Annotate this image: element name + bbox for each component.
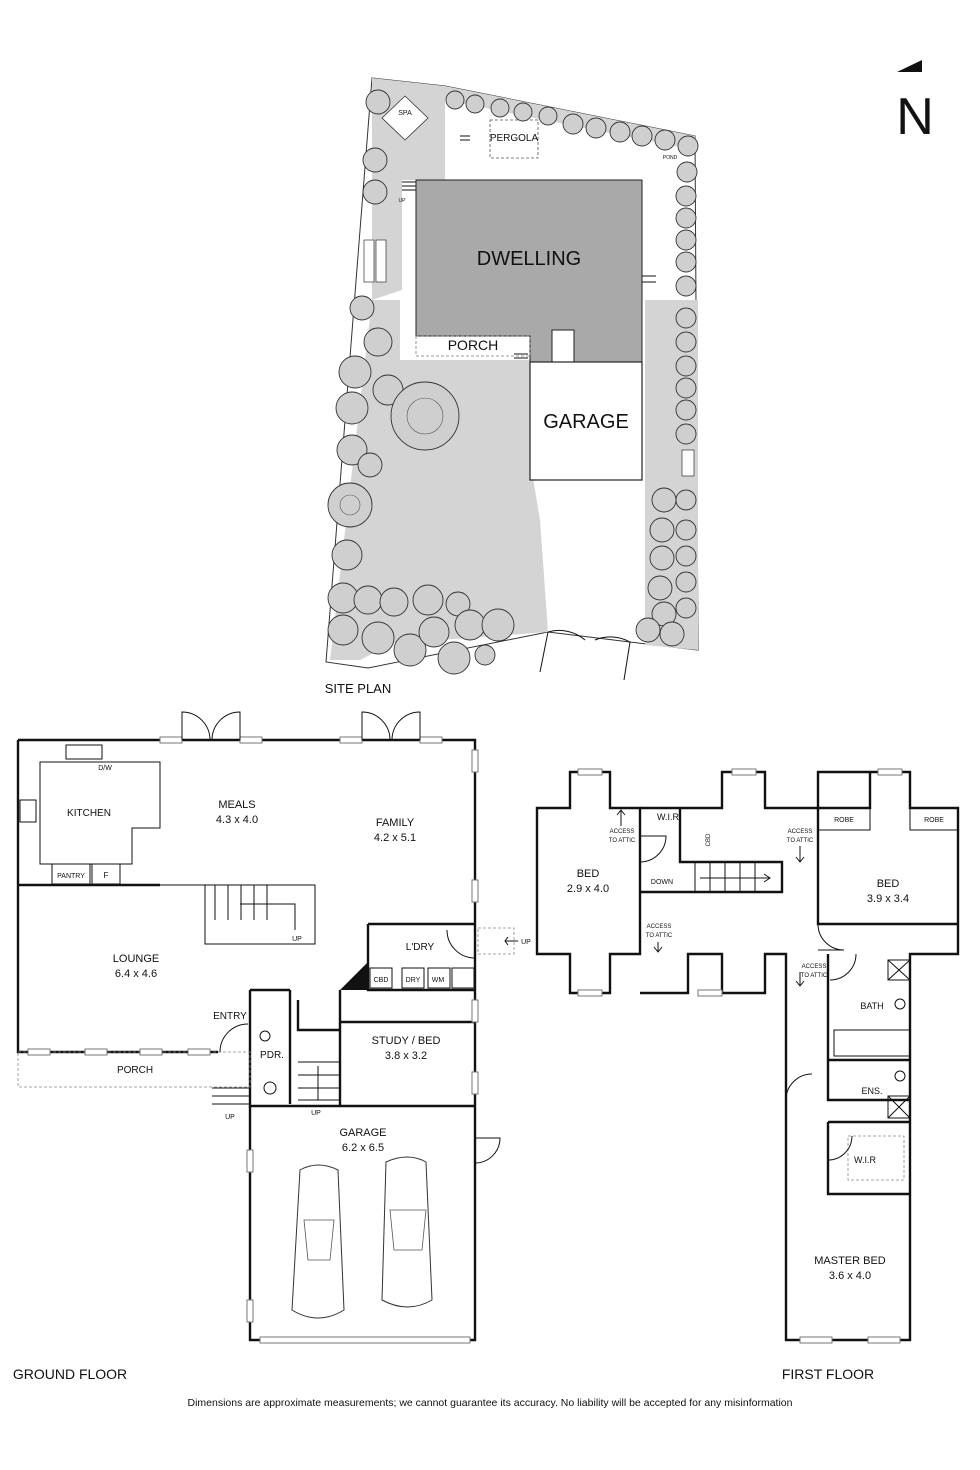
laundry-label: L'DRY [406,942,435,953]
site-garage-label: GARAGE [543,411,629,433]
bed1-dimensions: 2.9 x 4.0 [567,883,609,895]
cbd-label: CBD [374,977,389,984]
dw-label: D/W [98,765,112,772]
pergola-label: PERGOLA [490,133,539,144]
first-floor-plan: BED 2.9 x 4.0 W.I.R CBD ACCESS TO ATTIC … [535,768,960,1382]
pdr-label: PDR. [260,1050,284,1061]
bed1-label: BED [577,868,600,880]
ground-porch-label: PORCH [117,1065,153,1076]
fridge-label: F [104,871,109,880]
bed2-dimensions: 3.9 x 3.4 [867,893,909,905]
stair-up-label: UP [292,936,302,943]
site-plan-title: SITE PLAN [325,681,391,696]
bath-label: BATH [860,1001,883,1011]
first-floor-title: FIRST FLOOR [782,1366,874,1382]
pond-label: POND [663,155,678,161]
site-trees [327,89,699,675]
stair-down-label: DOWN [651,879,673,886]
family-dimensions: 4.2 x 5.1 [374,832,416,844]
site-up-label: UP [399,198,407,204]
master-bed-label: MASTER BED [814,1255,886,1267]
attic-access-label: ACCESS [788,829,813,835]
north-label: N [896,88,934,146]
car-icon [381,1156,433,1308]
site-plan: SPA PERGOLA DWELLING PORCH GARAGE POND U… [325,77,699,696]
wm-label: WM [432,977,445,984]
robe-label: ROBE [834,817,854,824]
family-label: FAMILY [376,817,415,829]
garage-stair-up-label: UP [311,1110,321,1117]
disclaimer-text: Dimensions are approximate measurements;… [187,1397,792,1409]
ensuite-label: ENS. [861,1086,882,1096]
attic-access-label: ACCESS [802,964,827,970]
attic-access-label: TO ATTIC [787,838,814,844]
cbd-label: CBD [706,833,712,846]
porch-up-label: UP [225,1114,235,1121]
attic-access-label: TO ATTIC [801,973,828,979]
laundry-up-label: UP [521,939,531,946]
north-arrow-icon [897,60,922,72]
master-wir-label: W.I.R [854,1155,876,1165]
ground-floor-title: GROUND FLOOR [13,1366,127,1382]
ground-garage-dimensions: 6.2 x 6.5 [342,1142,384,1154]
car-icon [291,1164,345,1319]
lounge-dimensions: 6.4 x 4.6 [115,968,157,980]
dry-label: DRY [406,977,421,984]
meals-dimensions: 4.3 x 4.0 [216,814,258,826]
study-label: STUDY / BED [372,1035,441,1047]
study-dimensions: 3.8 x 3.2 [385,1050,427,1062]
spa-label: SPA [398,110,412,117]
pantry-label: PANTRY [57,873,85,880]
ground-floor-plan: KITCHEN D/W PANTRY F MEALS 4.3 x 4.0 FAM… [13,711,531,1382]
attic-access-label: TO ATTIC [646,933,673,939]
robe-label: ROBE [924,817,944,824]
site-porch-label: PORCH [448,337,499,353]
attic-access-label: ACCESS [647,924,672,930]
attic-access-label: ACCESS [610,829,635,835]
wir-label: W.I.R [657,812,679,822]
master-bed-dimensions: 3.6 x 4.0 [829,1270,871,1282]
bed2-label: BED [877,878,900,890]
kitchen-label: KITCHEN [67,808,111,819]
entry-label: ENTRY [213,1011,247,1022]
attic-access-label: TO ATTIC [609,838,636,844]
ground-garage-label: GARAGE [339,1127,386,1139]
dwelling-label: DWELLING [477,248,581,270]
lounge-label: LOUNGE [113,953,159,965]
meals-label: MEALS [218,799,255,811]
